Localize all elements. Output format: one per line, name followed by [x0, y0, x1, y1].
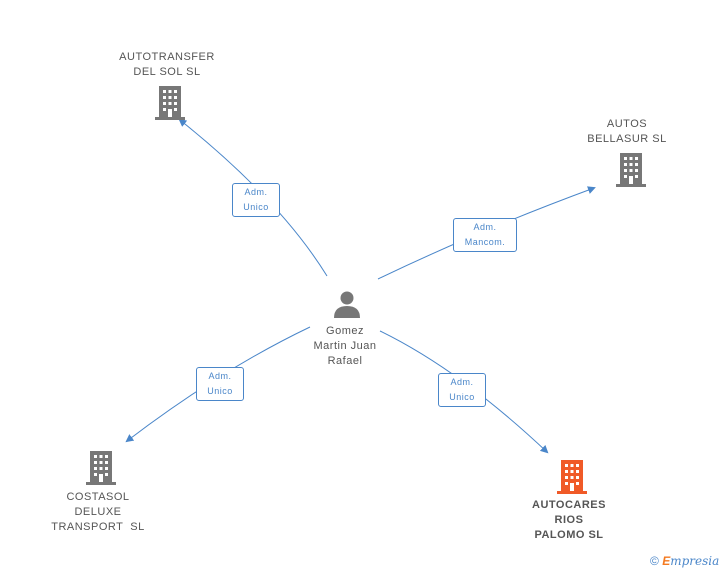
relation-label-line2: Unico [207, 386, 233, 396]
relation-label[interactable]: Adm. Mancom. [453, 218, 517, 252]
person-name-line3: Rafael [327, 355, 363, 367]
relation-label-line2: Mancom. [464, 237, 506, 247]
company-label-line3: PALOMO SL [534, 529, 604, 541]
relation-label[interactable]: Adm. Unico [438, 373, 486, 407]
company-label-line1: COSTASOL [66, 491, 130, 503]
company-label-costasol[interactable]: COSTASOL DELUXE TRANSPORT SL [38, 490, 158, 535]
building-icon[interactable] [155, 86, 185, 120]
relation-label-line1: Adm. [244, 187, 268, 197]
company-label-line2: DEL SOL SL [133, 66, 201, 78]
relation-label-line2: Unico [243, 202, 269, 212]
person-name-line1: Gomez [326, 325, 364, 337]
brand-name: mpresia [670, 554, 720, 568]
company-label-autos[interactable]: AUTOS BELLASUR SL [567, 117, 687, 147]
company-label-line1: AUTOTRANSFER [119, 51, 215, 63]
company-label-autotransfer[interactable]: AUTOTRANSFER DEL SOL SL [107, 50, 227, 80]
person-icon[interactable] [333, 290, 361, 318]
person-name-line2: Martin Juan [313, 340, 377, 352]
company-label-line2: RIOS [554, 514, 584, 526]
relation-label[interactable]: Adm. Unico [232, 183, 280, 217]
relation-label-line1: Adm. [450, 377, 474, 387]
company-label-autocares[interactable]: AUTOCARES RIOS PALOMO SL [509, 498, 629, 543]
copyright-icon: © [650, 554, 659, 568]
company-label-line2: BELLASUR SL [587, 133, 667, 145]
footer-brand: © Empresia [650, 554, 719, 568]
building-icon[interactable] [86, 451, 116, 485]
building-icon[interactable] [616, 153, 646, 187]
relation-label-line1: Adm. [208, 371, 232, 381]
relation-label-line2: Unico [449, 392, 475, 402]
relation-label[interactable]: Adm. Unico [196, 367, 244, 401]
company-label-line1: AUTOCARES [532, 499, 606, 511]
building-icon[interactable] [557, 460, 587, 494]
brand-initial: E [662, 554, 671, 568]
company-label-line1: AUTOS [606, 118, 648, 130]
company-label-line2: DELUXE [74, 506, 122, 518]
person-name[interactable]: Gomez Martin Juan Rafael [295, 324, 395, 369]
relation-label-line1: Adm. [473, 222, 497, 232]
company-label-line3: TRANSPORT SL [51, 521, 145, 533]
